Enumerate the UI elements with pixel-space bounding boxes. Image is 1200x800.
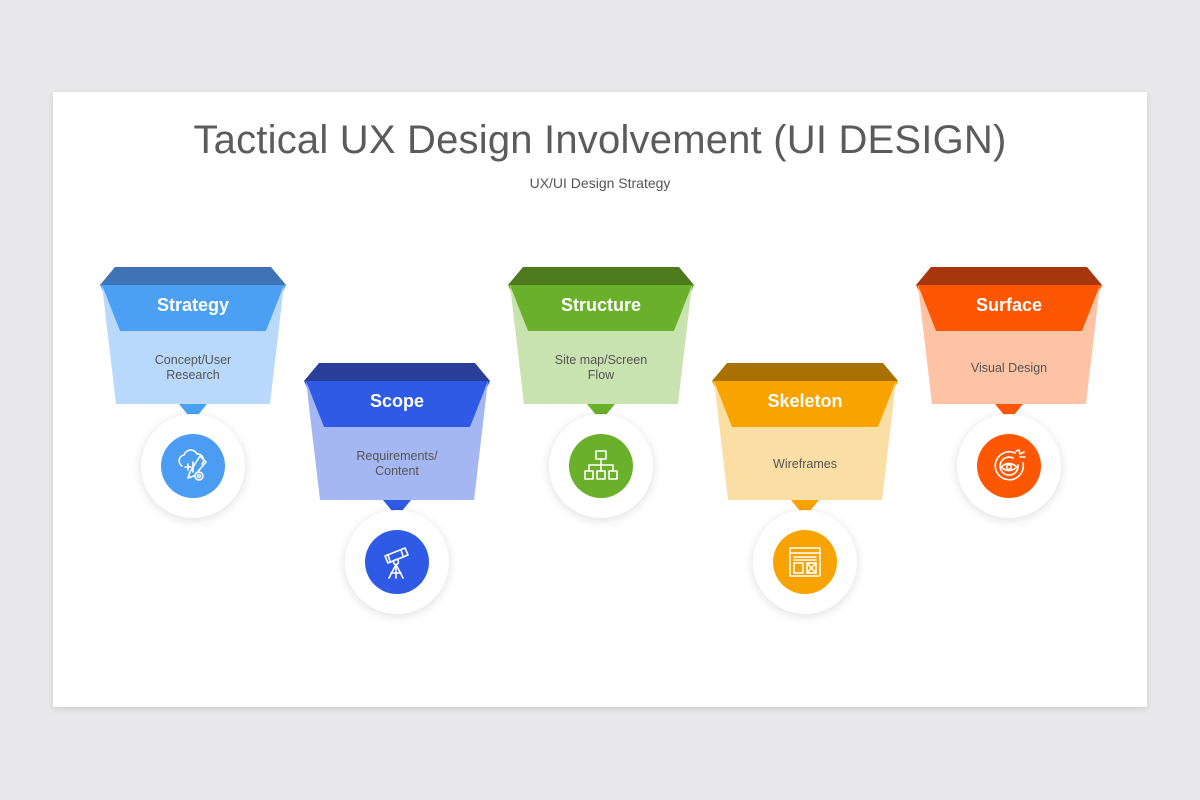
stage-description: Requirements/ Content: [356, 449, 438, 478]
page-title: Tactical UX Design Involvement (UI DESIG…: [193, 118, 1007, 162]
stage-scope: Scope Requirements/ Content: [304, 363, 490, 623]
eye-target-icon: [977, 434, 1041, 498]
telescope-icon: [365, 530, 429, 594]
wireframe-icon: [773, 530, 837, 594]
page-subtitle: UX/UI Design Strategy: [529, 175, 671, 191]
funnel-shape: [304, 363, 490, 517]
stage-title: Scope: [369, 391, 425, 411]
stage-skeleton: Skeleton Wireframes: [712, 363, 898, 623]
sitemap-icon: [569, 434, 633, 498]
stage-title: Surface: [975, 295, 1043, 315]
stage-title: Strategy: [156, 295, 230, 315]
cloud-pencil-gear-icon: [161, 434, 225, 498]
stage-surface: Surface Visual Design: [916, 267, 1102, 527]
stage-description: Site map/Screen Flow: [554, 353, 648, 382]
funnel-shape: [100, 267, 286, 421]
stage-title: Structure: [560, 295, 641, 315]
stage-strategy: Strategy Concept/User Research: [100, 267, 286, 527]
stage-description: Wireframes: [773, 457, 837, 471]
funnel-shape: [508, 267, 694, 421]
stage-title: Skeleton: [767, 391, 843, 411]
funnel-shape: [916, 267, 1102, 421]
stage-description: Visual Design: [970, 361, 1048, 375]
funnel-shape: [712, 363, 898, 517]
stage-description: Concept/User Research: [154, 353, 232, 382]
stage-structure: Structure Site map/Screen Flow: [508, 267, 694, 527]
